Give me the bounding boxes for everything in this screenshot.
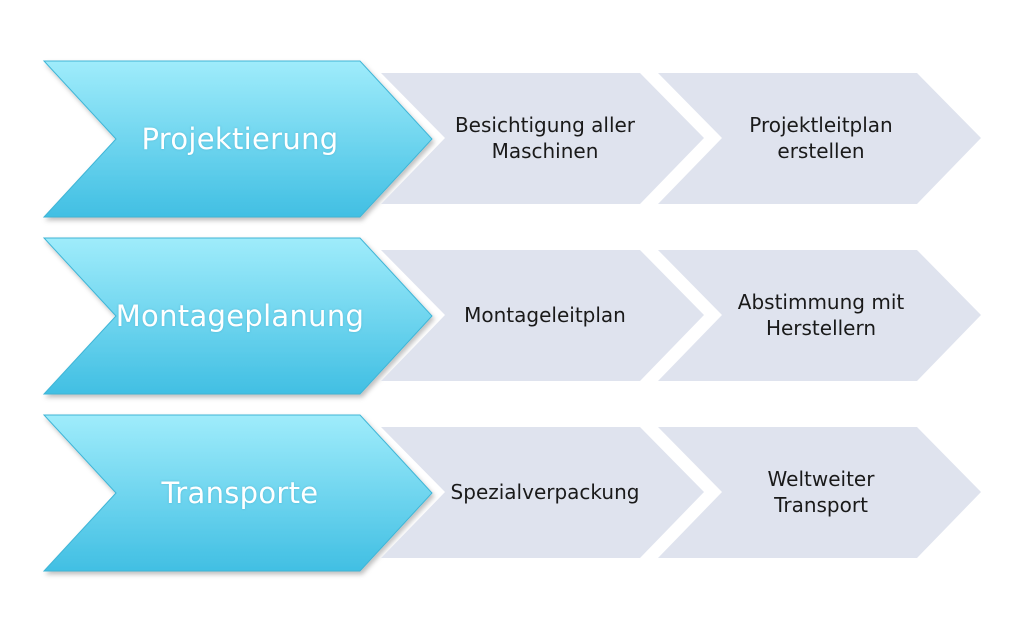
title-montageplanung: Montageplanung xyxy=(115,299,365,333)
step-weltweiter-transport-label: Weltweiter Transport xyxy=(767,467,875,517)
step-spezialverpackung-label: Spezialverpackung xyxy=(450,480,640,504)
step-besichtigung-label: Besichtigung aller Maschinen xyxy=(454,113,636,163)
step-projektleitplan-label: Projektleitplan erstellen xyxy=(749,113,893,163)
sub-chevron-weltweiter-transport xyxy=(658,427,981,558)
main-chevron-transporte xyxy=(42,414,433,572)
row-transporte xyxy=(42,414,981,572)
sub-chevron-spezialverpackung xyxy=(381,427,704,558)
sub-chevron-montageleitplan xyxy=(381,250,704,381)
sub-chevron-projektleitplan xyxy=(658,73,981,204)
sub-chevron-besichtigung xyxy=(381,73,704,204)
main-chevron-montageplanung xyxy=(42,237,433,395)
step-montageleitplan-label: Montageleitplan xyxy=(464,303,626,327)
main-chevron-projektierung xyxy=(42,60,433,218)
row-projektierung xyxy=(42,60,981,218)
sub-chevron-abstimmung xyxy=(658,250,981,381)
row-montageplanung xyxy=(42,237,981,395)
title-transporte: Transporte xyxy=(161,476,319,510)
title-projektierung: Projektierung xyxy=(141,122,339,156)
step-abstimmung-label: Abstimmung mit Herstellern xyxy=(737,290,905,340)
